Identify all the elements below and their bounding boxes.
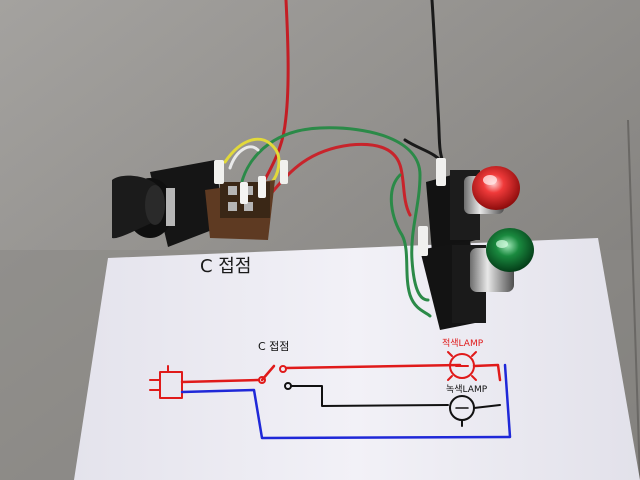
yellow-wire: [223, 137, 281, 184]
wall-crease: [627, 119, 640, 480]
green-wire-loop: [238, 126, 430, 302]
black-wire-top: [430, 0, 446, 167]
terminal-block-icon: [205, 160, 288, 240]
blue-return-line: [180, 363, 512, 440]
paper-heading: C 접점: [200, 256, 251, 277]
red-wire-top: [260, 0, 290, 187]
red-wire-loop: [268, 142, 412, 217]
selector-switch-icon: [112, 160, 225, 247]
white-wire: [228, 145, 260, 170]
green-lamp-label: 녹색LAMP: [446, 384, 488, 395]
red-line-supply: [180, 378, 260, 384]
red-pilot-lamp-icon: [426, 158, 520, 252]
green-pilot-lamp-icon: [418, 226, 534, 330]
red-lamp-label: 적색LAMP: [442, 337, 484, 349]
hand-drawn-circuit-diagram: [149, 351, 512, 440]
black-line-green-lamp: [290, 385, 449, 407]
paper-sheet: [74, 238, 640, 480]
switch-label: C 접점: [258, 340, 289, 353]
green-wire-lower: [389, 173, 432, 318]
red-line-lamp: [284, 363, 462, 370]
